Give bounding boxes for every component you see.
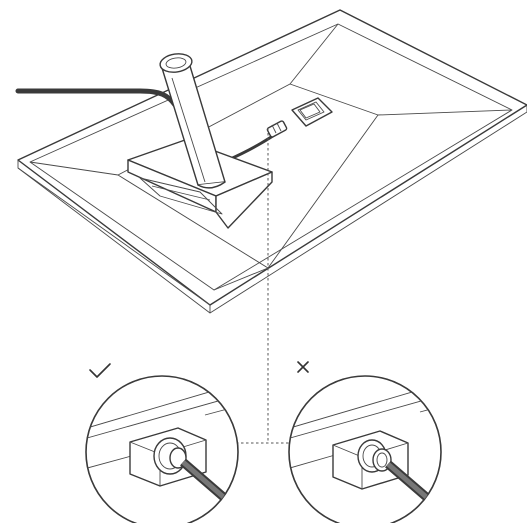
cross-mark-icon: [297, 361, 309, 373]
check-mark-icon: [89, 363, 111, 378]
leader-lines: [236, 128, 298, 444]
power-cable: [226, 120, 288, 162]
connector-port: [291, 97, 333, 127]
base-plate: [17, 9, 527, 314]
pole: [159, 53, 226, 189]
detail-correct: [85, 363, 239, 523]
detail-incorrect: [288, 361, 442, 523]
